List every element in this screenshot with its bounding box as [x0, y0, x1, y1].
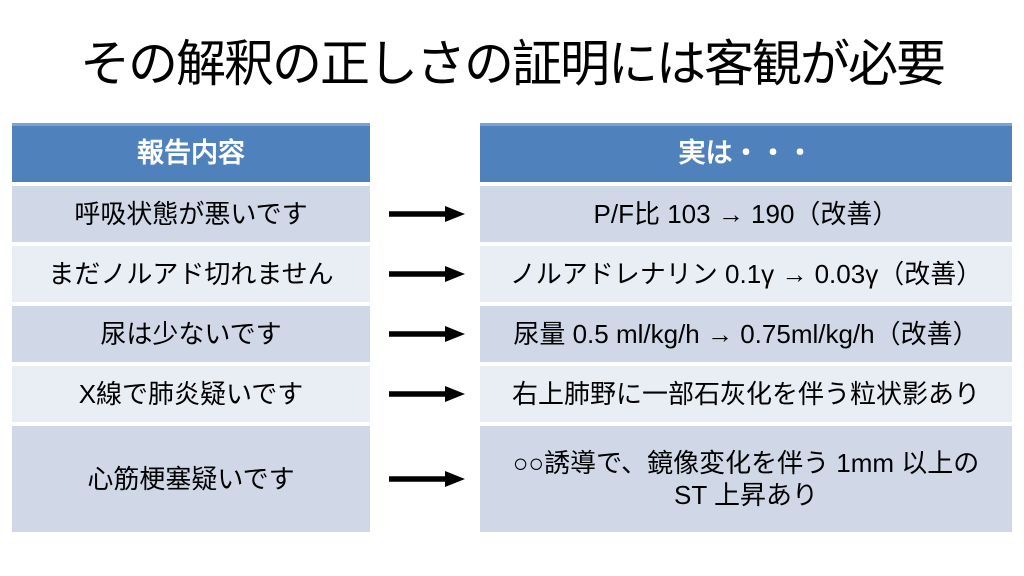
right-arrow-icon	[387, 325, 467, 343]
report-row-3: 尿は少ないです	[12, 306, 370, 362]
findings-row-4: 右上肺野に一部石灰化を伴う粒状影あり	[480, 366, 1012, 422]
report-row-2: まだノルアド切れません	[12, 246, 370, 302]
actual-findings-table: 実は・・・ P/F比 103 → 190（改善） ノルアドレナリン 0.1γ →…	[480, 123, 1012, 532]
report-row-4: X線で肺炎疑いです	[12, 366, 370, 422]
right-arrow-icon	[387, 470, 467, 488]
right-arrow-icon	[387, 265, 467, 283]
right-arrow-icon	[387, 205, 467, 223]
slide-title: その解釈の正しさの証明には客観が必要	[80, 36, 946, 92]
actual-findings-table-header: 実は・・・	[480, 123, 1012, 182]
findings-row-1: P/F比 103 → 190（改善）	[480, 186, 1012, 242]
right-arrow-icon	[387, 385, 467, 403]
report-table: 報告内容 呼吸状態が悪いです まだノルアド切れません 尿は少ないです X線で肺炎…	[12, 123, 370, 532]
report-row-5: 心筋梗塞疑いです	[12, 426, 370, 532]
report-table-header: 報告内容	[12, 123, 370, 182]
findings-row-3: 尿量 0.5 ml/kg/h → 0.75ml/kg/h（改善）	[480, 306, 1012, 362]
findings-row-2: ノルアドレナリン 0.1γ → 0.03γ（改善）	[480, 246, 1012, 302]
findings-row-5: ○○誘導で、鏡像変化を伴う 1mm 以上の ST 上昇あり	[480, 426, 1012, 532]
report-row-1: 呼吸状態が悪いです	[12, 186, 370, 242]
